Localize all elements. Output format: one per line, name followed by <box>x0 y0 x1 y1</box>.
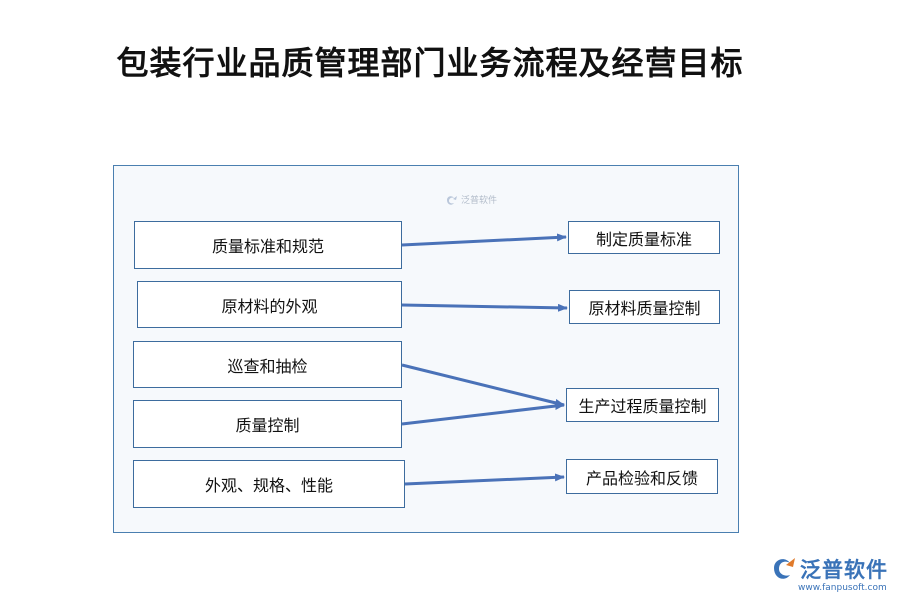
box-label: 制定质量标准 <box>595 229 692 249</box>
target-box-production-quality-control: 生产过程质量控制 <box>566 388 719 422</box>
source-box-quality-standards: 质量标准和规范 <box>134 221 402 269</box>
box-label: 生产过程质量控制 <box>578 397 707 416</box>
box-label: 原材料的外观 <box>221 296 318 316</box>
source-box-inspection: 巡查和抽检 <box>133 341 402 388</box>
box-label: 产品检验和反馈 <box>585 468 698 488</box>
box-label: 质量控制 <box>235 416 300 435</box>
target-box-product-inspection-feedback: 产品检验和反馈 <box>566 459 718 494</box>
target-box-raw-material-quality-control: 原材料质量控制 <box>569 290 720 324</box>
box-label: 巡查和抽检 <box>227 356 308 376</box>
brand-logo-icon <box>774 558 795 579</box>
brand-logo: 泛普软件 www.fanpusoft.com <box>770 552 895 597</box>
box-label: 原材料质量控制 <box>588 299 701 318</box>
watermark-text: 泛普软件 <box>461 196 498 206</box>
watermark-logo: 泛普软件 <box>445 193 497 206</box>
box-label: 质量标准和规范 <box>211 237 324 256</box>
brand-name: 泛普软件 <box>800 558 888 582</box>
target-box-set-quality-standards: 制定质量标准 <box>568 221 720 254</box>
source-box-raw-material-appearance: 原材料的外观 <box>137 281 402 328</box>
page-title: 包装行业品质管理部门业务流程及经营目标 <box>116 44 744 82</box>
brand-url: www.fanpusoft.com <box>798 583 887 593</box>
logo-icon <box>447 195 457 205</box>
source-box-quality-control: 质量控制 <box>133 400 402 448</box>
box-label: 外观、规格、性能 <box>204 476 333 495</box>
source-box-appearance-specs-performance: 外观、规格、性能 <box>133 460 405 508</box>
